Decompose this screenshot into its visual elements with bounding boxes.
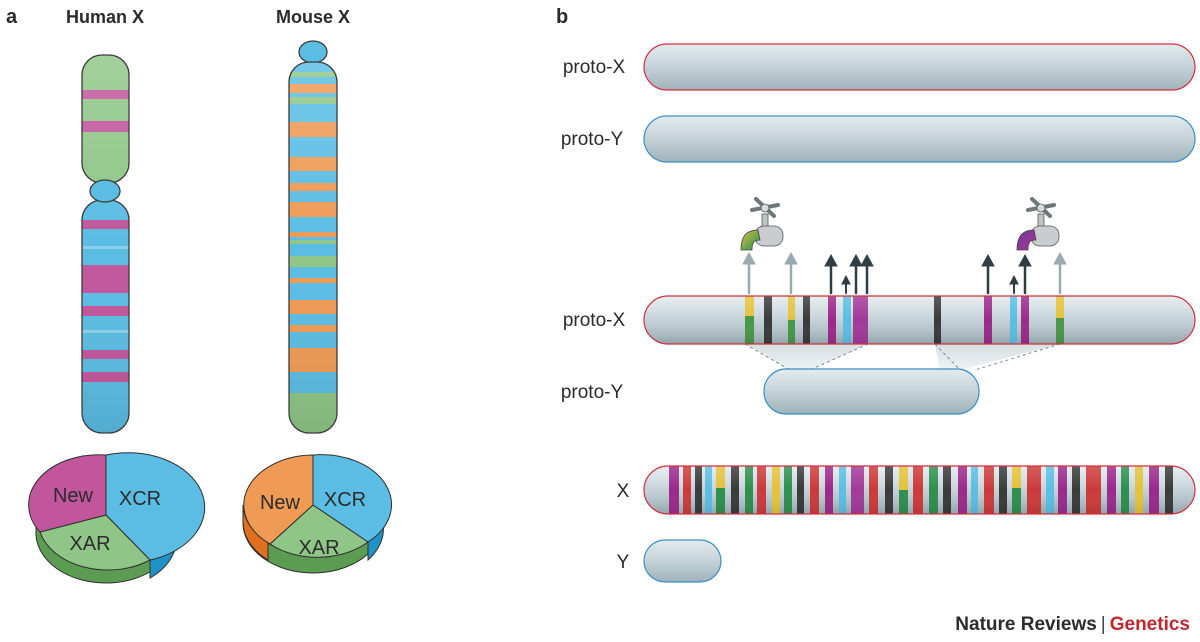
journal-name: Nature Reviews bbox=[955, 614, 1097, 635]
proto-x-row-2-label: proto-X bbox=[563, 310, 626, 331]
proto-x-chromosome-2 bbox=[643, 295, 1196, 345]
proto-y-chromosome-1 bbox=[643, 115, 1196, 163]
credit-separator: | bbox=[1100, 614, 1106, 635]
faucet-icon-right bbox=[1016, 197, 1060, 251]
human-pie-xar-label: XAR bbox=[69, 533, 110, 555]
human-x-title: Human X bbox=[66, 7, 144, 27]
faucet-icon-left bbox=[740, 197, 784, 251]
proto-y-row-2-label: proto-Y bbox=[561, 382, 624, 403]
human-pie-new-label: New bbox=[53, 485, 94, 507]
proto-x-chromosome-1 bbox=[643, 43, 1196, 91]
human-pie-xcr-label: XCR bbox=[119, 488, 161, 510]
x-row-label: X bbox=[617, 481, 630, 502]
panel-b-label: b bbox=[556, 6, 568, 28]
mouse-pie-xcr-label: XCR bbox=[324, 489, 366, 511]
panel-a-label: a bbox=[6, 6, 18, 28]
proto-y-row-1-label: proto-Y bbox=[561, 129, 624, 150]
y-chromosome-final bbox=[643, 539, 722, 583]
mouse-x-chromosome bbox=[288, 40, 338, 434]
journal-credit: Nature Reviews|Genetics bbox=[955, 614, 1190, 636]
proto-y-mapping-guides bbox=[744, 343, 1061, 371]
proto-x-row-1-label: proto-X bbox=[563, 57, 626, 78]
journal-section: Genetics bbox=[1109, 614, 1190, 635]
human-x-pie-chart: New XCR XAR bbox=[28, 452, 206, 584]
mouse-pie-new-label: New bbox=[260, 492, 301, 514]
mouse-x-pie-chart: New XCR XAR bbox=[242, 454, 392, 574]
proto-y-chromosome-2 bbox=[763, 368, 980, 415]
human-x-chromosome bbox=[81, 54, 130, 434]
x-chromosome-final bbox=[643, 465, 1196, 515]
mouse-pie-xar-label: XAR bbox=[298, 537, 339, 559]
y-row-label: Y bbox=[617, 552, 630, 573]
gene-activity-arrows bbox=[742, 251, 1067, 295]
mouse-x-title: Mouse X bbox=[276, 7, 350, 27]
